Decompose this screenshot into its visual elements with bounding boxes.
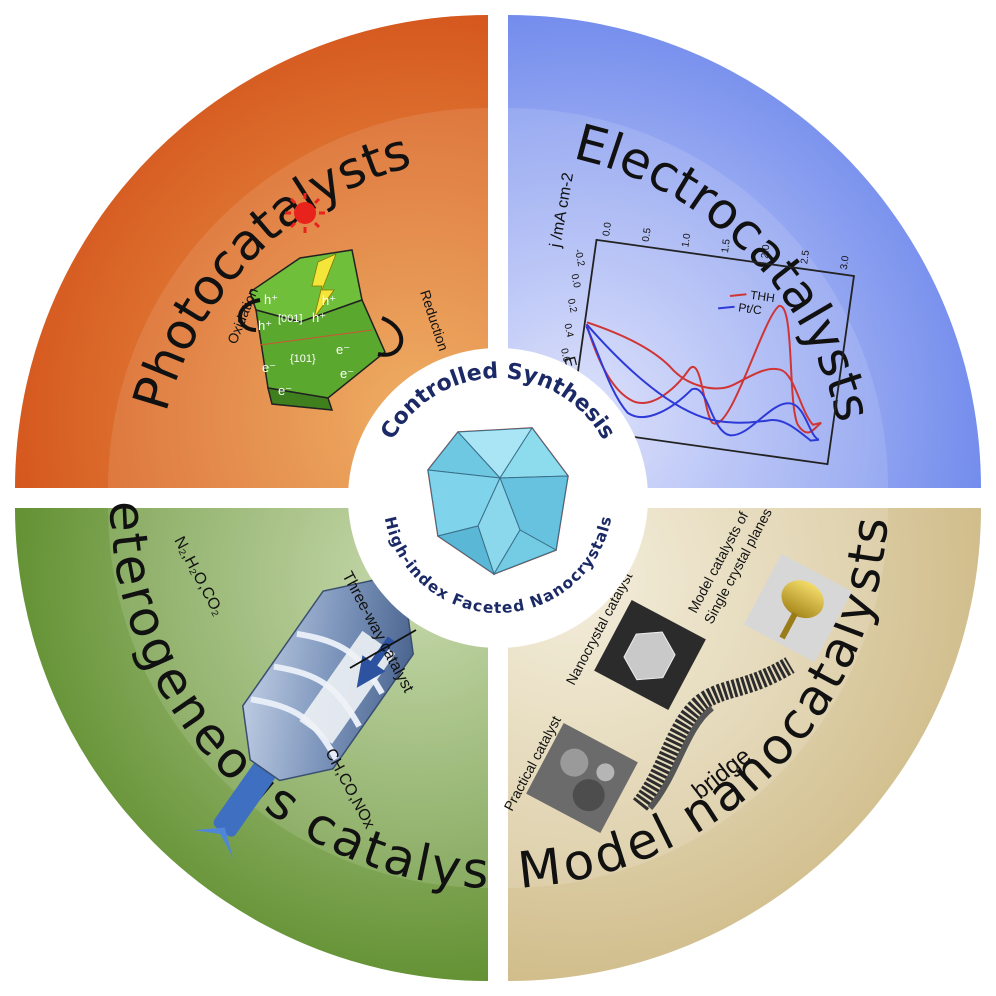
polyhedron-icon: [427, 427, 569, 576]
cv-xtick: 0.6: [558, 347, 572, 363]
legend-thh-swatch: [729, 293, 747, 297]
tio2-crystal: [249, 249, 386, 411]
legend-ptc-swatch: [718, 305, 735, 310]
nanocrystal-image: [594, 599, 706, 711]
three-way-pointer: [349, 629, 417, 669]
cv-ytick: 1.5: [720, 238, 733, 254]
cv-ytick: 1.0: [680, 232, 693, 248]
electron-label-4: e⁻: [340, 366, 354, 381]
single-crystal-image: [743, 553, 853, 663]
legend-thh: THH: [749, 288, 775, 305]
cv-legend: THH Pt/C: [718, 288, 776, 317]
cv-ytick: 0.5: [641, 227, 654, 243]
hole-label-1: h⁺: [264, 292, 278, 307]
cv-ytick: 3.0: [839, 255, 852, 271]
cv-ytick: 0.0: [601, 221, 614, 237]
legend-ptc: Pt/C: [738, 300, 763, 317]
cv-ytick: 2.5: [799, 249, 812, 265]
cv-plot-frame: [569, 238, 855, 466]
bridge-structure: [632, 657, 795, 811]
practical-catalyst-image: [526, 722, 638, 834]
cv-xtick: 0.2: [565, 298, 579, 314]
hole-label-3: h⁺: [322, 293, 336, 308]
outlet-arrow-icon: [193, 827, 233, 858]
photocatalysts-quadrant: [15, 15, 488, 488]
cv-curve-thh: [585, 304, 822, 434]
oxidation-arrow: [238, 298, 261, 332]
electron-label-3: e⁻: [278, 383, 292, 398]
cv-xtick: -0.2: [572, 248, 586, 268]
outlet-pipe: [213, 760, 277, 837]
cv-ytick: 2.0: [760, 244, 773, 260]
cv-xtick: 0.4: [561, 323, 575, 339]
facet-101-label: {101}: [290, 353, 316, 365]
electrocatalysts-quadrant: [508, 15, 981, 488]
sun-icon: [285, 193, 325, 233]
reduction-arrow: [377, 316, 404, 357]
hole-label-4: h⁺: [312, 310, 326, 325]
hole-label-2: h⁺: [258, 318, 272, 333]
cv-curve-ptc: [585, 323, 820, 442]
facet-001-label: [001]: [278, 313, 302, 325]
flow-arrow-icon: [356, 636, 395, 688]
catalyst-monolith: [299, 630, 396, 744]
electron-label-1: e⁻: [262, 360, 276, 375]
electron-label-2: e⁻: [336, 342, 350, 357]
cv-xtick: 0.0: [568, 273, 582, 289]
